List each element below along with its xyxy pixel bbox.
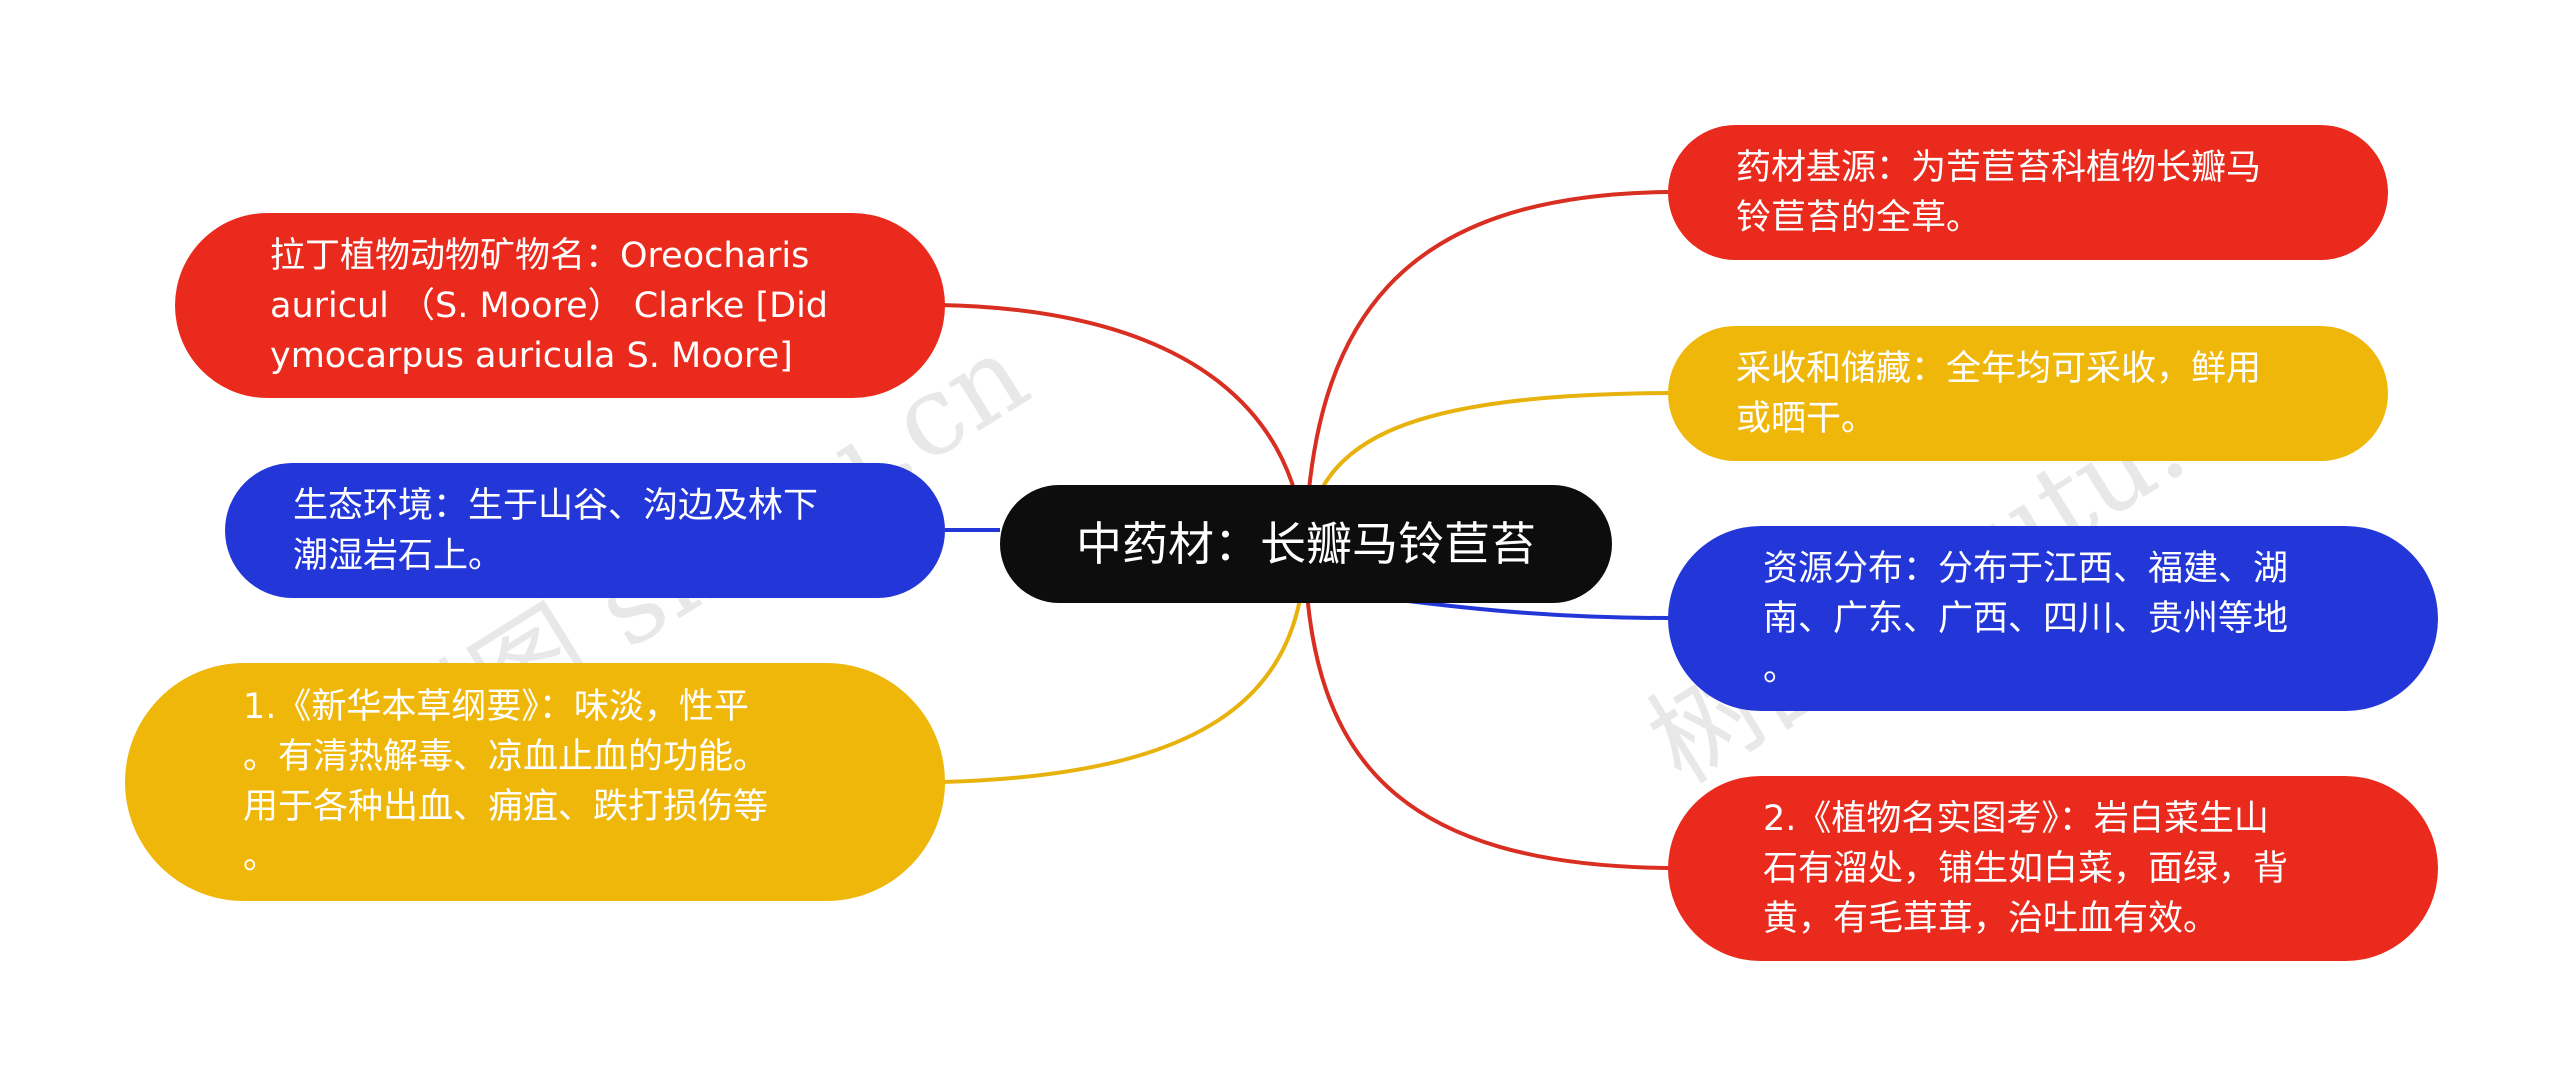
node-source-text: 药材基源：为苦苣苔科植物长瓣马 铃苣苔的全草。 [1736, 147, 2262, 238]
link-zhiwu [1303, 554, 1669, 870]
link-source [1303, 190, 1669, 556]
node-zhiwu-text: 2.《植物名实图考》：岩白菜生山 石有溜处，铺生如白菜，面绿，背 黄，有毛茸茸，… [1763, 798, 2289, 939]
link-distribution [1399, 598, 1669, 620]
node-harvest-text: 采收和储藏：全年均可采收，鲜用 或晒干。 [1736, 348, 2262, 439]
node-habitat[interactable]: 生态环境：生于山谷、沟边及林下 潮湿岩石上。 [225, 463, 945, 598]
node-zhiwu[interactable]: 2.《植物名实图考》：岩白菜生山 石有溜处，铺生如白菜，面绿，背 黄，有毛茸茸，… [1668, 776, 2438, 961]
node-distribution-text: 资源分布：分布于江西、福建、湖 南、广东、广西、四川、贵州等地 。 [1763, 548, 2289, 689]
node-habitat-text: 生态环境：生于山谷、沟边及林下 潮湿岩石上。 [293, 485, 819, 576]
central-topic[interactable]: 中药材：长瓣马铃苣苔 [1000, 485, 1612, 603]
node-distribution[interactable]: 资源分布：分布于江西、福建、湖 南、广东、广西、四川、贵州等地 。 [1668, 526, 2438, 711]
link-xinhua [941, 554, 1307, 784]
central-topic-label: 中药材：长瓣马铃苣苔 [1076, 517, 1536, 571]
node-latin-name-text: 拉丁植物动物矿物名：Oreocharis auricul （S. Moore） … [270, 235, 829, 376]
node-source[interactable]: 药材基源：为苦苣苔科植物长瓣马 铃苣苔的全草。 [1668, 125, 2388, 260]
node-xinhua-text: 1.《新华本草纲要》：味淡，性平 。有清热解毒、凉血止血的功能。 用于各种出血、… [243, 687, 769, 877]
node-harvest[interactable]: 采收和储藏：全年均可采收，鲜用 或晒干。 [1668, 326, 2388, 461]
node-xinhua[interactable]: 1.《新华本草纲要》：味淡，性平 。有清热解毒、凉血止血的功能。 用于各种出血、… [125, 663, 945, 901]
node-latin-name[interactable]: 拉丁植物动物矿物名：Oreocharis auricul （S. Moore） … [175, 213, 945, 398]
